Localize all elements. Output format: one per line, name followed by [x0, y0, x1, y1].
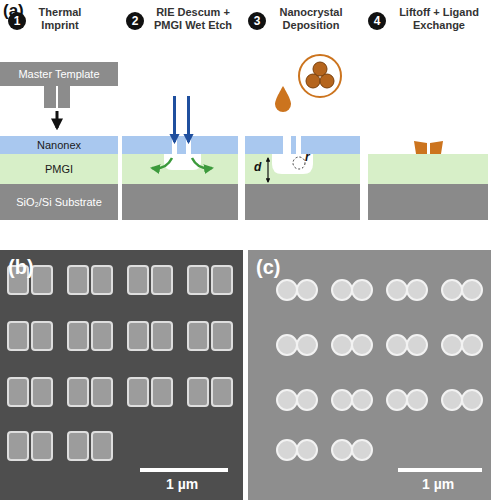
pattern-pair — [8, 322, 52, 350]
pattern-pair — [277, 280, 317, 300]
pattern-pair — [188, 266, 232, 294]
nanonex-layer — [245, 136, 283, 154]
pattern-pair — [442, 390, 482, 410]
wet-etch-arrow — [152, 158, 172, 168]
step-title: Liftoff + Ligand Exchange — [388, 6, 490, 32]
nanocrystal-droplet — [275, 86, 291, 112]
layer-label: Nanonex — [37, 139, 81, 151]
pattern-pair — [387, 280, 427, 300]
nanocrystal — [313, 62, 327, 76]
nanocrystal-block — [430, 141, 443, 154]
pattern-pair — [277, 335, 317, 355]
panel-label: (a) — [3, 1, 24, 21]
nanonex-layer — [191, 136, 238, 154]
layer-label: Master Template — [18, 68, 99, 80]
pattern-pair — [442, 280, 482, 300]
depth-dimension — [267, 158, 268, 182]
step-number-circle: 3Nanocrystal Deposition — [248, 12, 266, 30]
step-number-circle: 2RIE Descum + PMGI Wet Etch — [126, 12, 144, 30]
pattern-pair — [188, 322, 232, 350]
pattern-pair — [332, 440, 372, 460]
press-arrow — [56, 111, 59, 128]
sem-image — [0, 250, 243, 500]
template-tooth — [44, 85, 56, 108]
pattern-pair — [188, 378, 232, 406]
pattern-pair — [332, 390, 372, 410]
pmgi-layer: PMGI — [0, 154, 118, 184]
pattern-pair — [128, 322, 172, 350]
pattern-pair — [387, 335, 427, 355]
nanocrystal-block — [414, 141, 427, 154]
step-number: 2 — [126, 12, 144, 30]
wet-etch-arrow — [192, 158, 212, 168]
radius-circle — [293, 157, 305, 169]
panel-label: (b) — [8, 256, 34, 279]
etch-arrow — [187, 96, 190, 142]
layer-label: SiO₂/Si Substrate — [16, 196, 102, 208]
scale-bar — [140, 468, 228, 472]
substrate-layer — [368, 184, 488, 220]
template-tooth — [58, 85, 70, 108]
step-number-circle: 4Liftoff + Ligand Exchange — [368, 12, 386, 30]
step-title: RIE Descum + PMGI Wet Etch — [146, 6, 240, 32]
pmgi-layer — [368, 154, 488, 184]
pattern-pair — [68, 322, 112, 350]
sem-image — [248, 250, 491, 500]
pattern-pair — [8, 432, 52, 460]
step-title: Nanocrystal Deposition — [270, 6, 352, 32]
panel-label: (c) — [256, 256, 280, 279]
pattern-pair — [128, 378, 172, 406]
pmgi-layer — [245, 154, 360, 184]
pattern-pair — [68, 432, 112, 460]
nanonex-layer — [301, 136, 360, 154]
layer-label: PMGI — [45, 163, 73, 175]
step-number: 3 — [248, 12, 266, 30]
dimension-label: r — [305, 150, 310, 164]
step-title: Thermal Imprint — [30, 6, 90, 32]
scale-bar — [398, 468, 482, 472]
dimension-label: d — [254, 160, 261, 174]
nanonex-layer — [291, 136, 296, 154]
nanonex-layer — [177, 136, 186, 154]
master-template: Master Template — [0, 62, 118, 86]
nanonex-layer — [122, 136, 172, 154]
substrate-layer — [245, 184, 360, 220]
pattern-pair — [442, 335, 482, 355]
substrate-layer: SiO₂/Si Substrate — [0, 184, 118, 220]
zoom-circle — [299, 55, 341, 97]
pattern-pair — [277, 440, 317, 460]
scale-label: 1 µm — [166, 476, 198, 492]
scale-label: 1 µm — [422, 476, 454, 492]
step-number: 4 — [368, 12, 386, 30]
pattern-pair — [332, 335, 372, 355]
pattern-pair — [68, 378, 112, 406]
pattern-pair — [8, 378, 52, 406]
pattern-pair — [68, 266, 112, 294]
etch-arrow — [173, 96, 176, 142]
nanonex-layer: Nanonex — [0, 136, 118, 154]
pmgi-layer — [122, 154, 238, 184]
pattern-pair — [128, 266, 172, 294]
pattern-pair — [277, 390, 317, 410]
pattern-pair — [332, 280, 372, 300]
pattern-pair — [387, 390, 427, 410]
substrate-layer — [122, 184, 238, 220]
